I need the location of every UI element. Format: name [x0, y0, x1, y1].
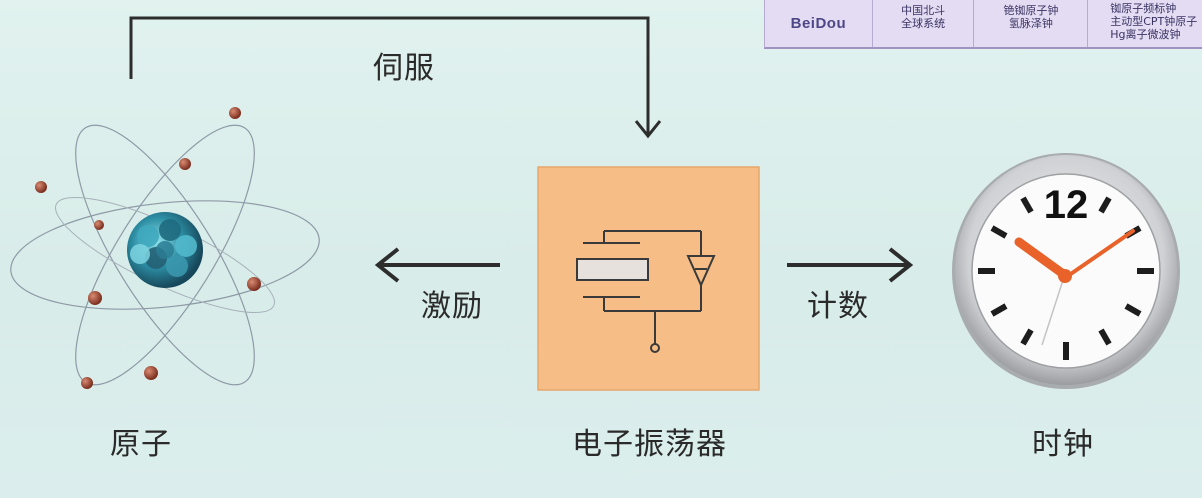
count-label: 计数	[807, 289, 869, 324]
hour-tick-marks	[978, 196, 1154, 360]
second-hand	[1041, 276, 1065, 346]
atom-nucleus	[127, 212, 203, 288]
electron	[247, 277, 261, 291]
electron	[229, 107, 241, 119]
minute-hand	[1060, 229, 1135, 282]
table-cell: 中国北斗 全球系统	[873, 0, 975, 47]
atom-label: 原子	[110, 427, 172, 462]
table-cell-line: 主动型CPT钟原子	[1110, 15, 1198, 28]
table-cell: 铯铷原子钟 氢脉泽钟	[974, 0, 1089, 47]
excite-arrow	[374, 247, 500, 283]
oscillator-label: 电子振荡器	[572, 427, 727, 462]
table-cell-line: 中国北斗	[901, 3, 946, 17]
electron	[179, 158, 191, 170]
clock-label: 时钟	[1032, 427, 1094, 462]
electron	[94, 220, 104, 230]
electron	[35, 181, 47, 193]
electron	[81, 377, 93, 389]
atom-illustration	[10, 107, 320, 389]
table-cell-brand: BeiDou	[765, 0, 873, 47]
clock-illustration: 12	[952, 153, 1180, 389]
clock-center	[1058, 269, 1072, 283]
table-cell-line: 全球系统	[901, 16, 946, 30]
electron	[144, 366, 158, 380]
crystal-circuit-icon	[576, 230, 716, 353]
servo-loop-arrow	[129, 16, 662, 139]
table-cell-line: 铷原子频标钟	[1110, 2, 1177, 15]
electron	[88, 291, 102, 305]
oscillator-box	[537, 166, 760, 391]
servo-label: 伺服	[373, 51, 435, 86]
clock-type-table: BeiDou 中国北斗 全球系统 铯铷原子钟 氢脉泽钟 铷原子频标钟 主动型CP…	[764, 0, 1202, 49]
hour-hand	[1014, 237, 1071, 281]
table-cell-line: 铯铷原子钟	[1003, 3, 1059, 17]
table-cell-line: 氢脉泽钟	[1008, 16, 1053, 30]
count-arrow	[787, 247, 914, 283]
excite-label: 激励	[421, 289, 483, 324]
table-cell-line: Hg离子微波钟	[1110, 28, 1181, 41]
table-cell: 铷原子频标钟 主动型CPT钟原子 Hg离子微波钟	[1088, 0, 1202, 47]
clock-number-12: 12	[1044, 183, 1089, 227]
